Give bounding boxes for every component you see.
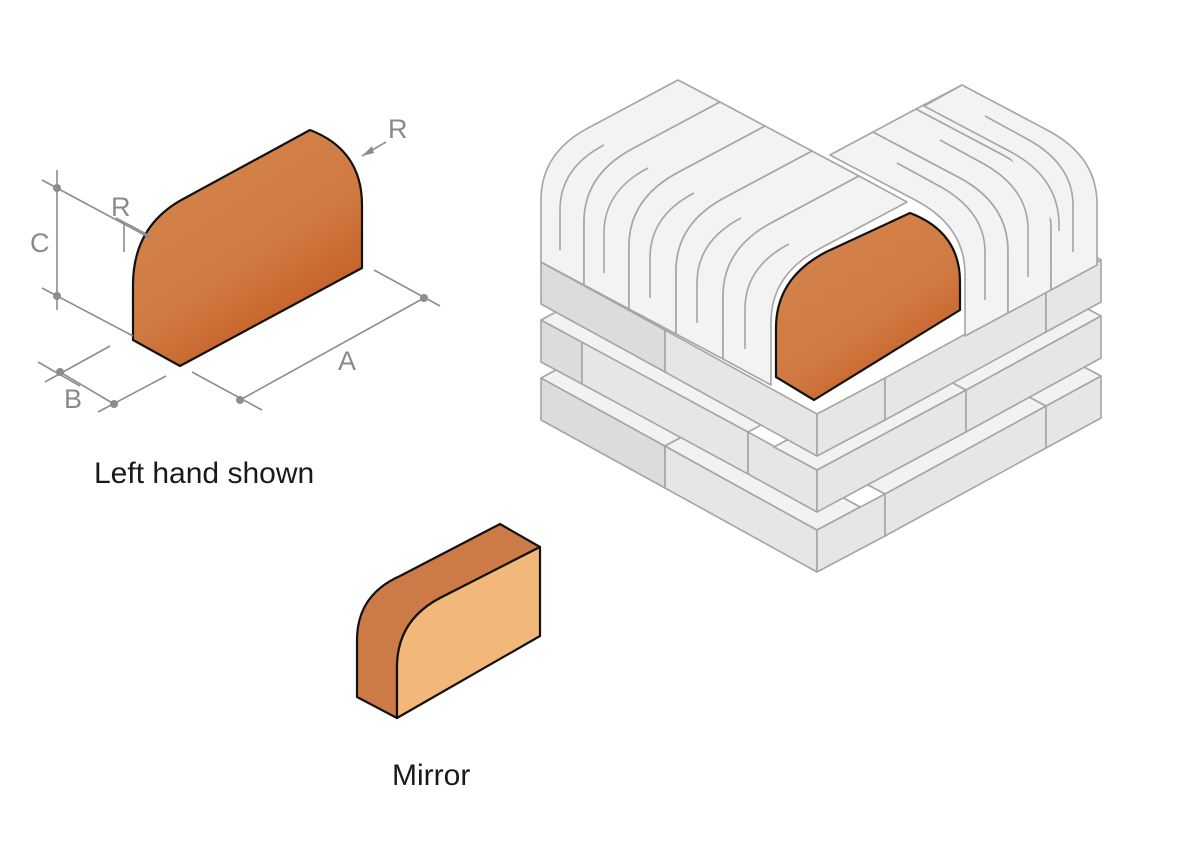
- radius-top-marker: R: [361, 114, 408, 157]
- highlighted-corner-brick: [774, 211, 962, 402]
- dimension-c: C: [30, 170, 151, 337]
- dim-a-label: A: [338, 346, 356, 376]
- left-hand-brick: [131, 128, 364, 368]
- dimension-a: A: [191, 269, 441, 411]
- mirror-brick: [355, 522, 542, 720]
- left-hand-brick-drawing: C R R A: [30, 114, 441, 414]
- dimension-b: B: [37, 345, 167, 414]
- course-top-left: [540, 79, 908, 386]
- mirror-brick-face: [395, 545, 542, 720]
- dim-b-label: B: [64, 384, 82, 414]
- radius-top-label: R: [388, 114, 408, 144]
- radius-left-label: R: [111, 192, 131, 222]
- course-top-right: [829, 84, 1098, 337]
- corner-assembly: [540, 79, 1102, 573]
- radius-left-marker: R: [111, 192, 151, 252]
- dim-c-label: C: [30, 228, 50, 258]
- caption-mirror: Mirror: [392, 759, 470, 792]
- caption-left-hand: Left hand shown: [94, 457, 314, 490]
